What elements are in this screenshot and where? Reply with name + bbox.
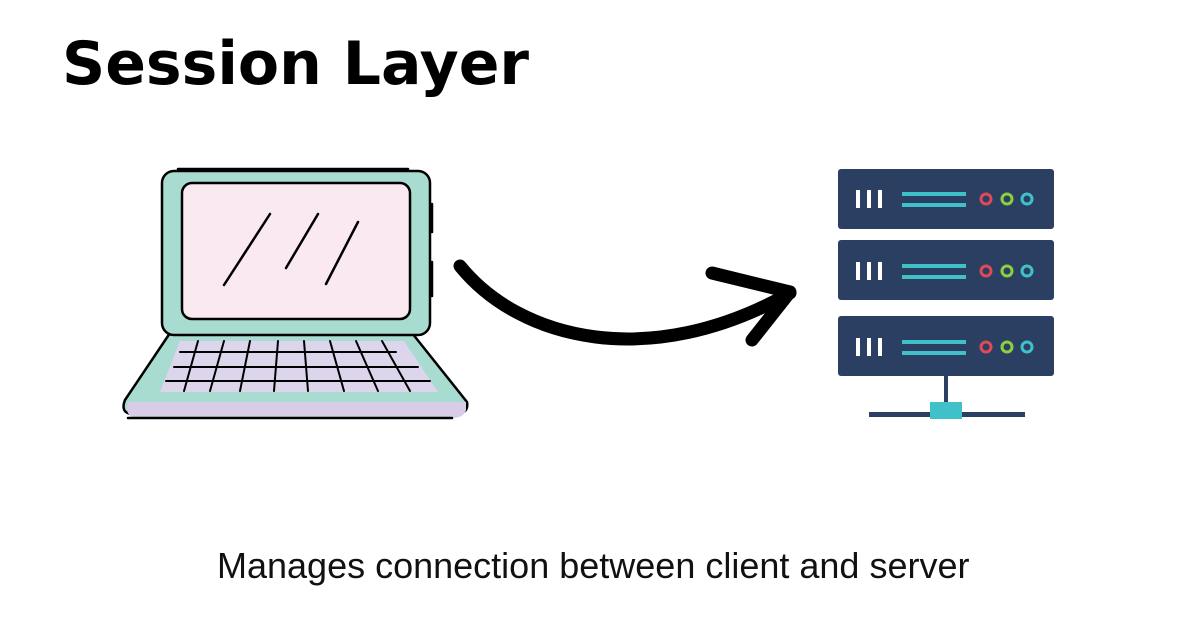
curved-arrow-icon — [453, 259, 797, 347]
laptop-icon — [122, 167, 469, 420]
diagram-title: Session Layer — [62, 29, 529, 99]
diagram-caption: Manages connection between client and se… — [217, 545, 970, 586]
network-connector — [869, 376, 1025, 419]
server-unit — [838, 316, 1054, 376]
arrow-head — [705, 266, 797, 347]
server-unit — [838, 240, 1054, 300]
arrow-shaft — [453, 259, 797, 346]
server-rack-icon — [838, 169, 1054, 419]
laptop-base-edge — [127, 402, 466, 418]
keyboard-keys — [165, 340, 431, 392]
screen-glare — [222, 212, 360, 287]
server-unit — [838, 169, 1054, 229]
